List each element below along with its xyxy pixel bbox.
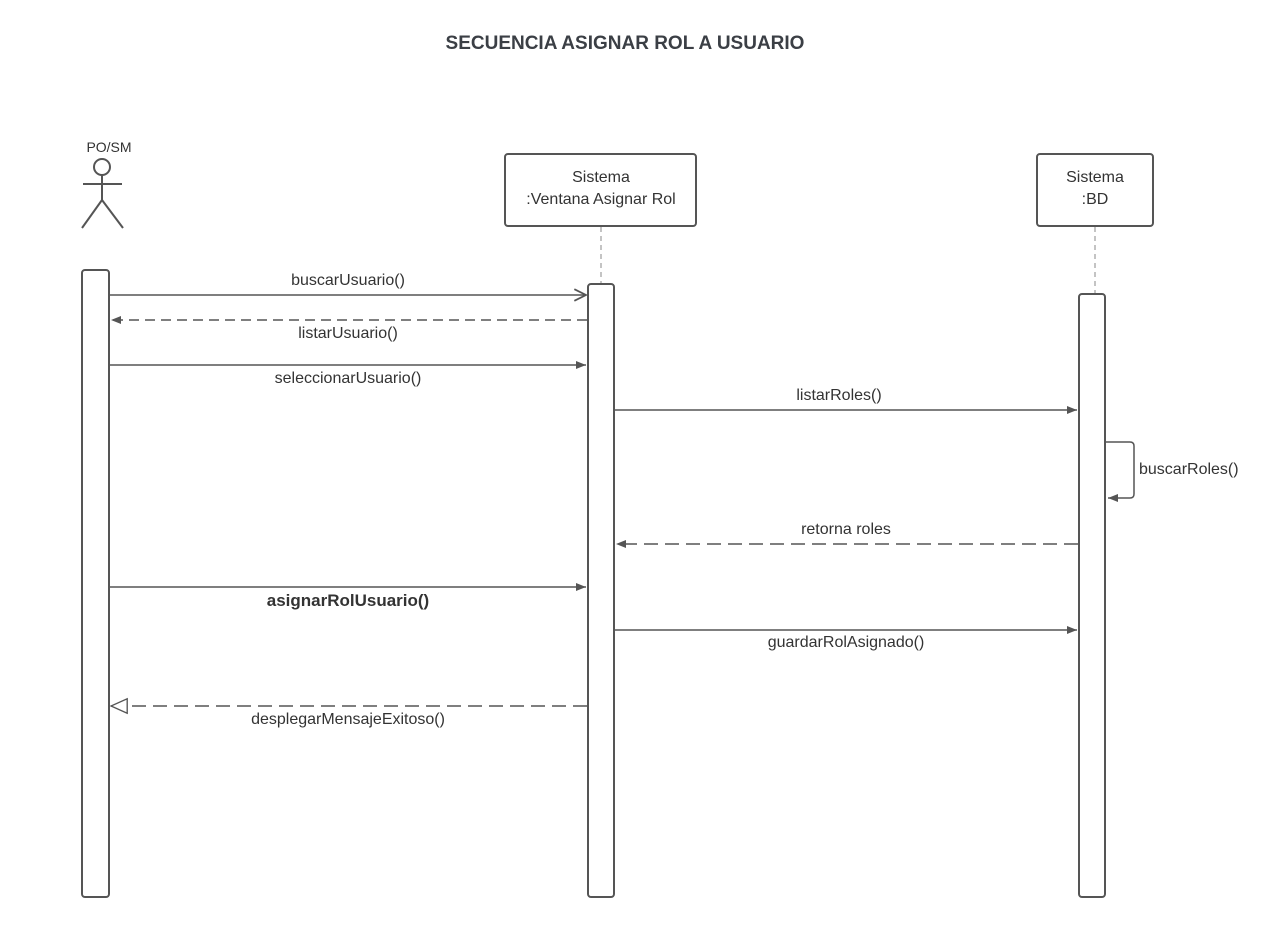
lifeline-ventana: Sistema :Ventana Asignar Rol (504, 153, 697, 284)
activation-bar-actor (81, 269, 110, 898)
message-desplegar-mensaje-exitoso: desplegarMensajeExitoso() (111, 706, 587, 728)
message-label: listarUsuario() (298, 325, 398, 342)
lifeline-box-bd (1036, 153, 1154, 227)
message-listar-roles: listarRoles() (615, 387, 1077, 414)
lifeline-bd-type: :BD (1082, 191, 1109, 208)
message-label: desplegarMensajeExitoso() (251, 711, 445, 728)
message-label: asignarRolUsuario() (267, 591, 429, 610)
message-listar-usuario: listarUsuario() (111, 316, 587, 342)
message-buscar-usuario: buscarUsuario() (110, 272, 586, 295)
actor-po-sm: PO/SM (81, 139, 132, 229)
message-label: buscarRoles() (1139, 461, 1239, 478)
message-buscar-roles: buscarRoles() (1106, 441, 1239, 502)
message-label: seleccionarUsuario() (275, 370, 422, 387)
lifeline-bd-name: Sistema (1066, 169, 1124, 186)
stick-figure-icon (81, 158, 124, 229)
arrow-buscar-roles (1106, 441, 1135, 502)
message-asignar-rol-usuario: asignarRolUsuario() (110, 583, 586, 610)
diagram-title: SECUENCIA ASIGNAR ROL A USUARIO (446, 33, 805, 54)
lifeline-box-ventana (504, 153, 697, 227)
lifeline-bd: Sistema :BD (1036, 153, 1154, 294)
message-guardar-rol-asignado: guardarRolAsignado() (615, 626, 1077, 651)
message-label: retorna roles (801, 521, 891, 538)
message-label: listarRoles() (796, 387, 881, 404)
message-retorna-roles: retorna roles (616, 521, 1078, 548)
lifeline-ventana-type: :Ventana Asignar Rol (526, 191, 675, 208)
message-label: guardarRolAsignado() (768, 634, 925, 651)
activation-bar-bd (1078, 293, 1106, 898)
message-label: buscarUsuario() (291, 272, 405, 289)
actor-label: PO/SM (86, 139, 131, 155)
lifeline-ventana-name: Sistema (572, 169, 630, 186)
activation-bar-ventana (587, 283, 615, 898)
message-seleccionar-usuario: seleccionarUsuario() (110, 361, 586, 387)
